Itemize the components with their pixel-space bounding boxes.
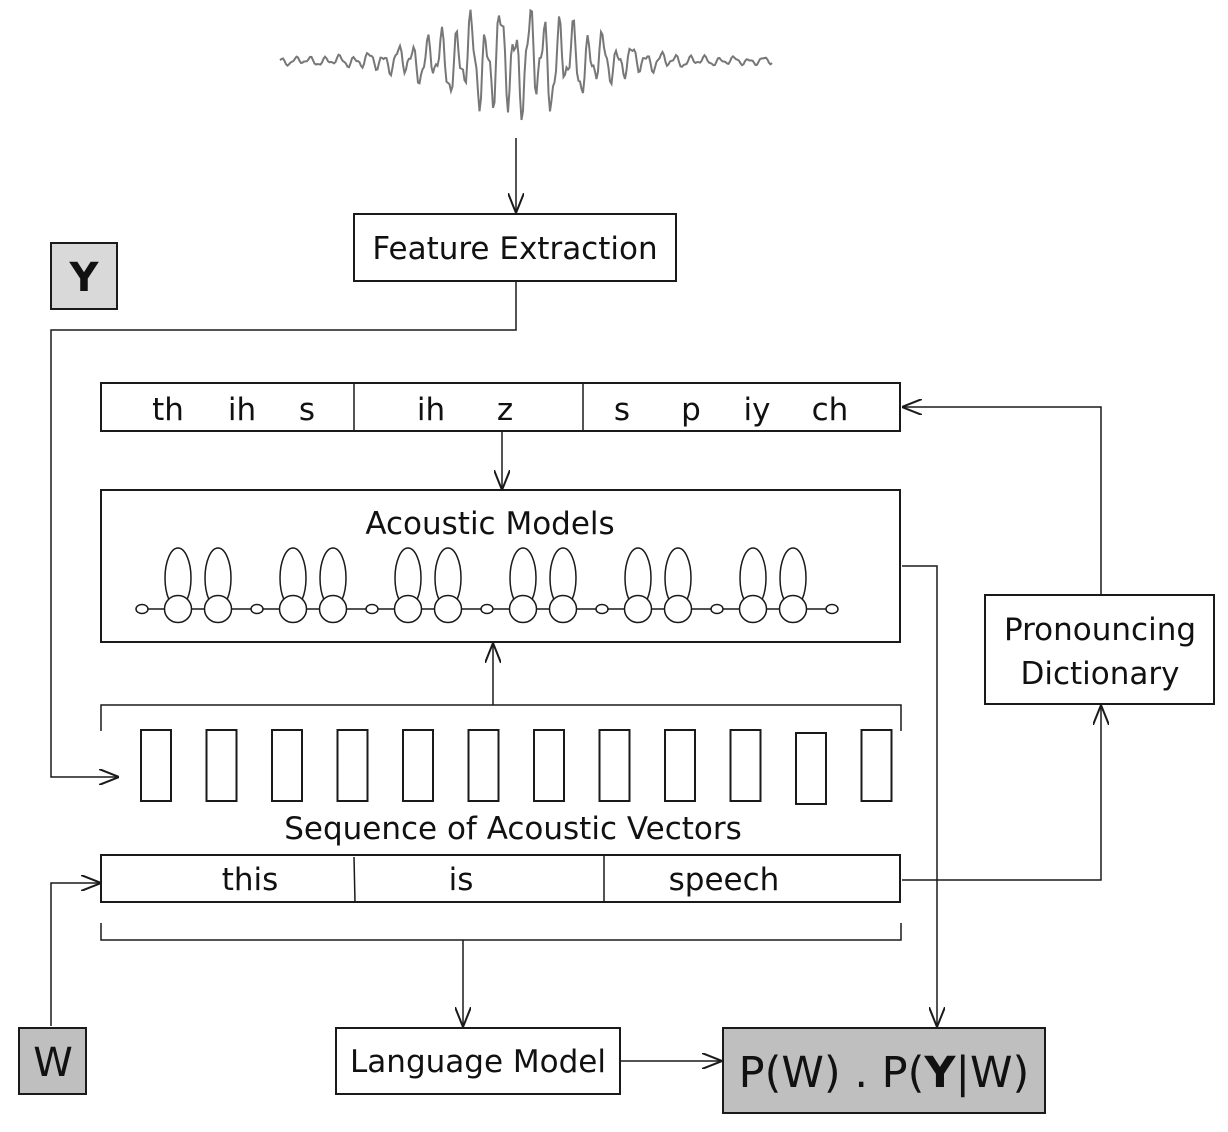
pronouncing-dictionary-box xyxy=(984,594,1215,705)
language-model-box xyxy=(335,1027,621,1095)
hmm-state xyxy=(623,594,653,624)
hmm-state xyxy=(548,594,578,624)
feature-extraction-box xyxy=(353,213,677,282)
hmm-transition-node xyxy=(595,603,609,615)
arrow-acoustic-models-to-formula xyxy=(902,565,937,1026)
formula-box xyxy=(722,1027,1046,1114)
acoustic-vector xyxy=(402,729,434,802)
word-labels: this is speech xyxy=(222,862,780,898)
hmm-transition-node xyxy=(365,603,379,615)
acoustic-vector xyxy=(205,729,238,802)
hmm-state-chain xyxy=(135,547,839,624)
acoustic-vector xyxy=(598,729,631,802)
hmm-transition-node xyxy=(825,603,839,615)
word-divider xyxy=(353,856,356,903)
arrow-words-to-dictionary xyxy=(902,706,1101,881)
hmm-state xyxy=(393,594,423,624)
phoneme-sequence-box xyxy=(100,382,901,432)
hmm-state xyxy=(318,594,348,624)
phoneme-label: ch xyxy=(812,392,849,428)
formula-text: P(W) . P(Y|W) xyxy=(739,1048,1030,1098)
hmm-transition-node xyxy=(710,603,724,615)
pronouncing-dictionary-line1: Pronouncing xyxy=(1004,612,1196,648)
arrow-w-to-words xyxy=(50,883,100,1026)
phoneme-label: s xyxy=(299,392,315,428)
phoneme-label: z xyxy=(497,392,513,428)
hmm-state xyxy=(508,594,538,624)
word-label: is xyxy=(449,862,474,898)
hmm-state xyxy=(163,594,193,624)
y-symbol-box xyxy=(50,242,118,310)
hmm-state xyxy=(663,594,693,624)
phoneme-label: iy xyxy=(744,392,771,428)
formula-part-a: P(W) . P( xyxy=(739,1048,925,1098)
phoneme-label: s xyxy=(614,392,630,428)
phoneme-label: th xyxy=(152,392,184,428)
hmm-transition-node xyxy=(250,603,264,615)
pronouncing-dictionary-line2: Dictionary xyxy=(1021,656,1180,692)
feature-extraction-label: Feature Extraction xyxy=(372,231,657,267)
phoneme-label: ih xyxy=(228,392,256,428)
y-symbol: Y xyxy=(69,255,100,301)
phoneme-label: ih xyxy=(417,392,445,428)
acoustic-vectors xyxy=(140,729,893,805)
acoustic-vector xyxy=(271,729,303,802)
hmm-transition-node xyxy=(480,603,494,615)
formula-y-bold: Y xyxy=(923,1048,956,1098)
hmm-state xyxy=(738,594,768,624)
acoustic-vector xyxy=(467,729,500,802)
acoustic-models-label: Acoustic Models xyxy=(365,506,614,542)
acoustic-vector xyxy=(729,729,762,802)
formula-part-b: |W) xyxy=(956,1048,1030,1098)
vectors-top-bracket xyxy=(100,704,902,731)
acoustic-vector xyxy=(140,729,172,802)
acoustic-vector xyxy=(533,729,565,802)
w-symbol-box xyxy=(18,1027,87,1095)
w-symbol: W xyxy=(33,1040,73,1086)
arrow-features-to-vectors xyxy=(50,281,517,777)
hmm-state xyxy=(278,594,308,624)
hmm-transition-node xyxy=(135,603,149,615)
word-sequence-box xyxy=(100,854,901,903)
word-label: this xyxy=(222,862,279,898)
hmm-state xyxy=(203,594,233,624)
word-label: speech xyxy=(669,862,780,898)
arrow-dictionary-to-phonemes xyxy=(903,407,1102,595)
acoustic-vector xyxy=(795,732,827,805)
hmm-state xyxy=(433,594,463,624)
hmm-state xyxy=(778,594,808,624)
phoneme-labels: th ih s ih z s p iy ch xyxy=(152,392,848,428)
sequence-caption: Sequence of Acoustic Vectors xyxy=(284,811,742,847)
speech-waveform xyxy=(279,8,773,121)
phoneme-label: p xyxy=(681,392,701,428)
words-bottom-bracket xyxy=(100,923,902,941)
acoustic-models-box xyxy=(100,489,901,643)
acoustic-vector xyxy=(860,729,893,802)
language-model-label: Language Model xyxy=(350,1044,606,1080)
acoustic-vector xyxy=(336,729,369,802)
acoustic-vector xyxy=(664,729,696,802)
